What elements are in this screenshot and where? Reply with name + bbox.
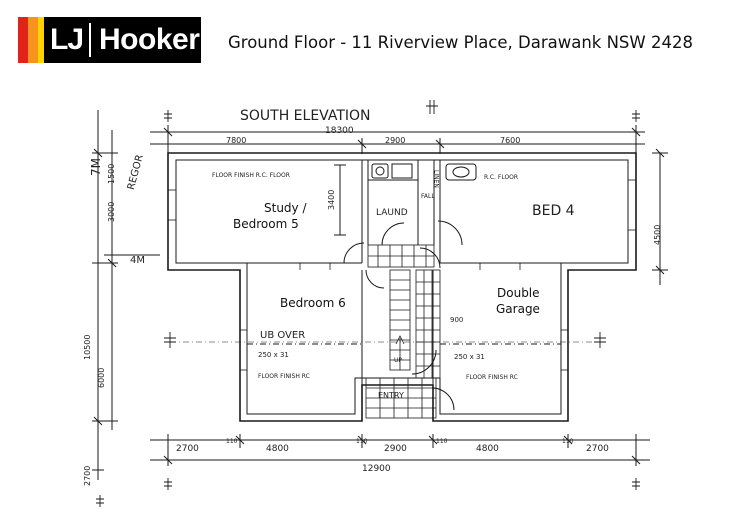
note-ub-size-left: 250 x 31 <box>258 351 289 359</box>
dim-bottom-110c: 110 <box>436 438 448 445</box>
laundry-fixtures <box>371 163 477 181</box>
property-address: Ground Floor - 11 Riverview Place, Daraw… <box>228 33 693 52</box>
logo-box: LJ Hooker <box>44 17 201 63</box>
left-dimensions <box>92 110 160 480</box>
note-ub-size-right: 250 x 31 <box>454 353 485 361</box>
dim-top-mid: 2900 <box>385 136 405 145</box>
note-up: UP <box>394 357 402 364</box>
room-label-study-line2: Bedroom 5 <box>233 217 299 231</box>
dim-left-3000: 3000 <box>107 202 116 222</box>
dim-bottom-110a: 110 <box>226 438 238 445</box>
label-entry: ENTRY <box>378 391 404 400</box>
dim-bottom-total: 12900 <box>362 464 391 474</box>
note-fall: FALL <box>421 193 435 200</box>
dim-bottom-2700b: 2700 <box>586 444 609 454</box>
interior-walls <box>247 160 561 385</box>
note-ub-over: UB OVER <box>260 330 305 341</box>
logo-stripe-orange <box>28 17 38 63</box>
level-4m: 4M <box>130 255 145 266</box>
note-floor-finish-study: FLOOR FINISH R.C. FLOOR <box>212 172 290 179</box>
bottom-dimensions <box>150 434 650 466</box>
room-label-bedroom6: Bedroom 6 <box>280 296 346 310</box>
dim-right-4500: 4500 <box>653 225 662 245</box>
label-laund: LAUND <box>376 208 408 218</box>
note-floor-finish-right: FLOOR FINISH RC <box>466 374 518 381</box>
dim-top-right: 7600 <box>500 136 520 145</box>
dim-left-1500: 1500 <box>107 164 116 184</box>
dim-bottom-110d: 110 <box>562 438 574 445</box>
dim-bottom-2900: 2900 <box>384 444 407 454</box>
dim-right-3400: 3400 <box>327 190 336 210</box>
note-floor-finish-left: FLOOR FINISH RC <box>258 373 310 380</box>
lj-hooker-logo[interactable]: LJ Hooker <box>18 17 201 63</box>
logo-stripe-yellow <box>38 17 44 63</box>
windows <box>168 179 636 371</box>
label-bed4: BED 4 <box>532 203 575 219</box>
door-swings <box>343 220 463 411</box>
floor-plan: SOUTH ELEVATION 18300 7800 2900 7600 FLO… <box>83 100 668 507</box>
dim-top-total: 18300 <box>325 126 354 136</box>
level-7m: 7M <box>89 158 103 176</box>
dim-bottom-110b: 110 <box>356 438 368 445</box>
logo-hooker-text: Hooker <box>99 23 200 56</box>
note-linen: LINEN <box>433 170 440 188</box>
right-dimensions <box>334 148 668 285</box>
dim-bottom-4800: 4800 <box>266 444 289 454</box>
dim-left-6000: 6000 <box>97 368 106 388</box>
room-label-study-line1: Study / <box>264 201 307 215</box>
beam-lines <box>170 341 600 345</box>
dim-bottom-4800b: 4800 <box>476 444 499 454</box>
logo-stripe-red <box>18 17 28 63</box>
stair-grid <box>365 244 441 419</box>
dim-bottom-2700: 2700 <box>176 444 199 454</box>
dim-left-2700: 2700 <box>83 466 92 486</box>
grid-markers <box>96 100 640 507</box>
room-label-garage-line2: Garage <box>496 302 540 316</box>
header: LJ Hooker Ground Floor - 11 Riverview Pl… <box>0 0 750 70</box>
note-regor: REGOR <box>126 154 146 192</box>
dim-top-left: 7800 <box>226 136 246 145</box>
top-dimensions <box>150 125 645 154</box>
room-label-garage-line1: Double <box>497 286 540 300</box>
dim-left-10500: 10500 <box>83 335 92 360</box>
elevation-title: SOUTH ELEVATION <box>240 108 371 124</box>
logo-separator <box>89 23 92 57</box>
note-rc-floor: R.C. FLOOR <box>484 174 518 181</box>
note-stair-dim: 900 <box>450 316 463 324</box>
outer-walls <box>167 152 637 422</box>
logo-lj-text: LJ <box>50 23 84 56</box>
